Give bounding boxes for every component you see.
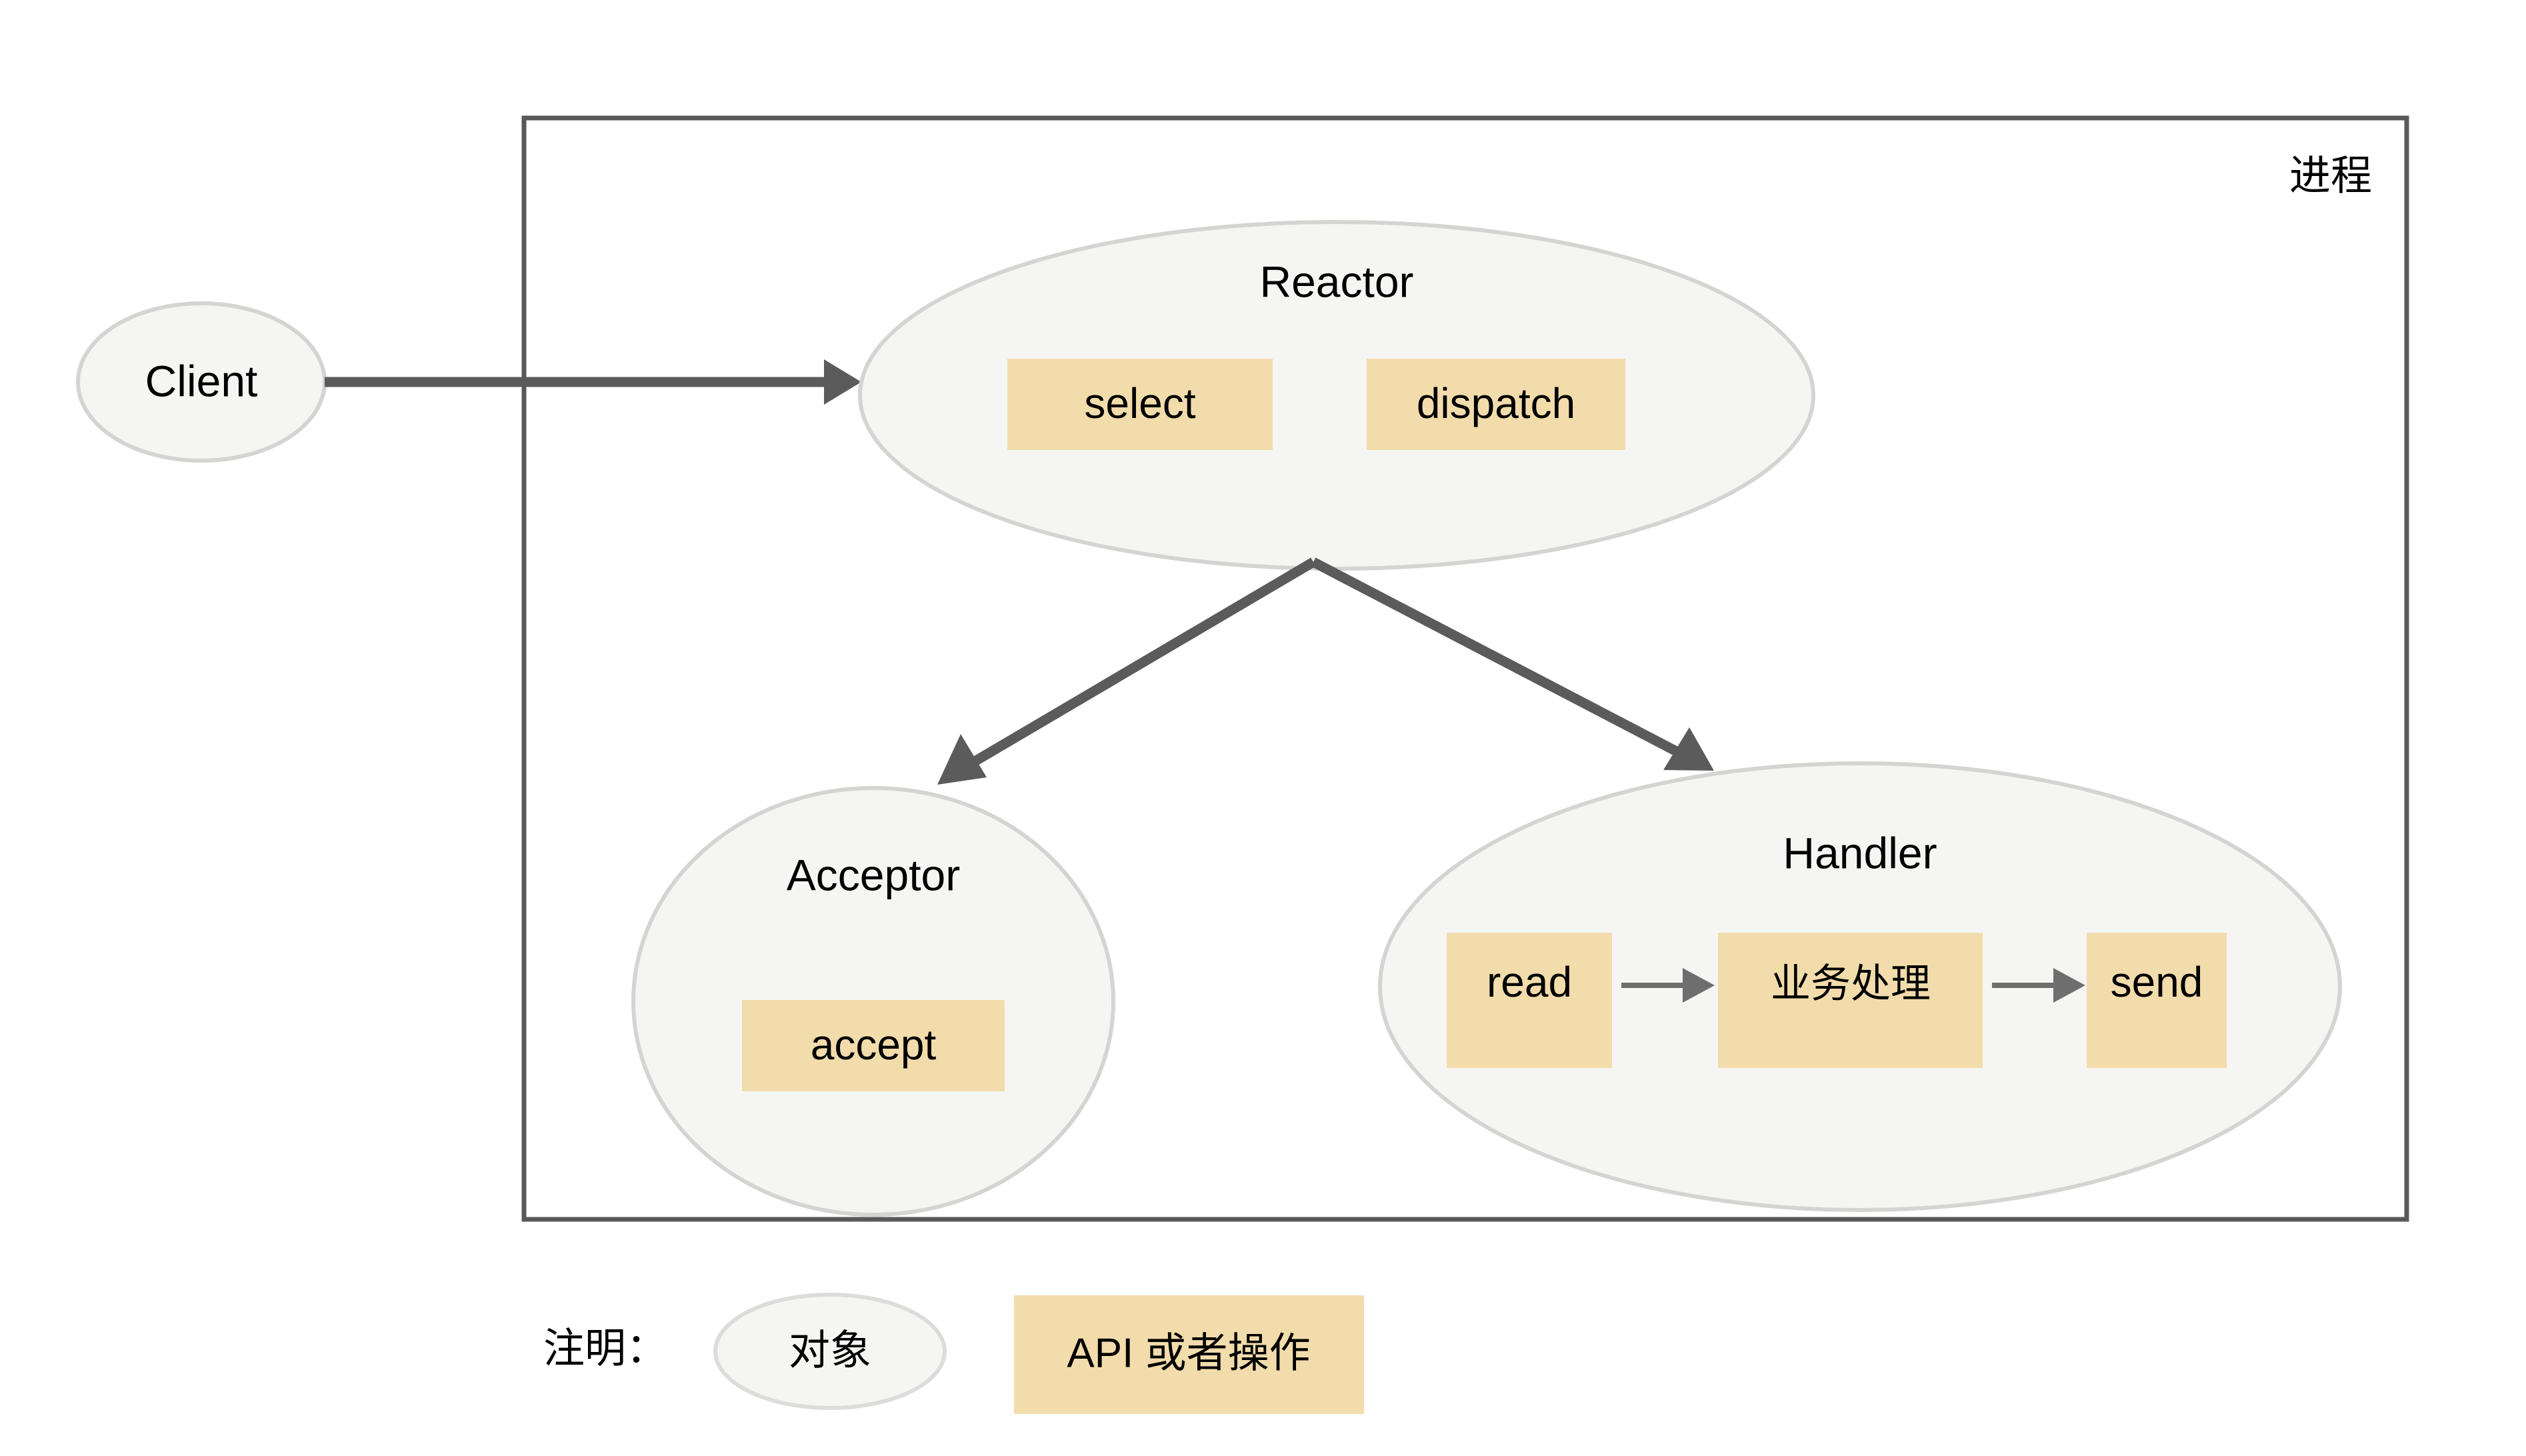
legend-object-label: 对象 [789,1327,871,1373]
operation-send-label: send [2111,958,2203,1006]
edge-reactor-to-acceptor [937,557,1316,785]
node-acceptor-label: Acceptor [787,850,960,899]
process-frame [521,115,2409,1222]
legend-api-shape [1014,1295,1364,1414]
arrow-head-client-to-reactor [824,359,861,405]
operation-dispatch[interactable] [1367,359,1625,450]
operation-business[interactable] [1718,933,1983,1068]
edge-read-to-business [1621,968,1715,1003]
edge-business-to-send [1992,968,2085,1003]
edge-client-to-reactor [325,359,861,405]
node-reactor-label: Reactor [1259,257,1413,306]
node-handler-label: Handler [1783,828,1937,877]
arrow-head-read-to-business [1683,968,1715,1003]
operation-select-label: select [1084,379,1195,427]
legend-api-label: API 或者操作 [1067,1330,1310,1376]
arrow-head-reactor-to-acceptor [937,734,987,785]
operation-read-label: read [1487,958,1572,1006]
node-client-label: Client [145,356,258,405]
legend-object-shape [713,1293,947,1410]
operation-read[interactable] [1447,933,1612,1068]
operation-accept[interactable] [742,1000,1005,1091]
arrow-head-business-to-send [2053,968,2085,1003]
operation-send[interactable] [2087,933,2227,1068]
edge-reactor-to-handler [1311,557,1714,771]
operation-select[interactable] [1007,359,1273,450]
legend-title: 注明： [543,1325,667,1371]
operation-accept-label: accept [811,1021,937,1069]
operation-business-label: 业务处理 [1771,961,1931,1006]
operation-dispatch-label: dispatch [1417,379,1575,427]
process-label: 进程 [2289,153,2372,199]
arrow-head-reactor-to-handler [1663,727,1714,771]
